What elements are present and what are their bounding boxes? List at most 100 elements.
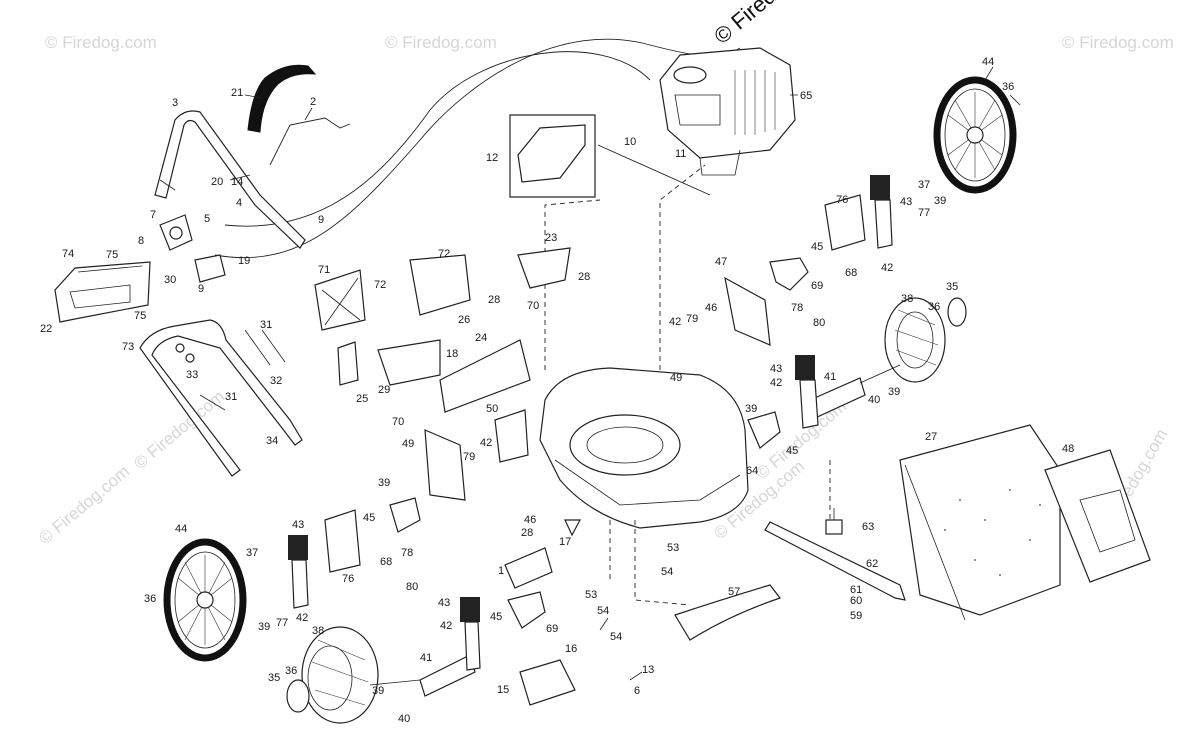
callout-77: 78 <box>401 547 413 559</box>
callout-59: 59 <box>850 610 862 622</box>
callout-12: 12 <box>486 152 498 164</box>
callout-17: 17 <box>559 536 571 548</box>
wheel-rear-left <box>163 538 247 662</box>
leader-dashes <box>544 144 831 606</box>
callout-39: 39 <box>888 386 900 398</box>
callout-40: 40 <box>868 394 880 406</box>
callout-6: 6 <box>634 685 640 697</box>
watermark: © Firedog.com <box>35 462 133 548</box>
callout-61: 61 <box>850 584 862 596</box>
callout-1: 1 <box>498 565 504 577</box>
callout-28: 28 <box>578 271 590 283</box>
callout-37: 37 <box>918 179 930 191</box>
callout-36: 36 <box>928 301 940 313</box>
wheel-front-right <box>884 297 967 383</box>
callout-55: 54 <box>610 631 622 643</box>
callout-18: 18 <box>446 348 458 360</box>
height-gears <box>389 257 809 629</box>
callout-22: 22 <box>40 323 52 335</box>
callout-labels: 3 21 2 20 14 4 5 7 8 9 74 75 19 30 9 22 … <box>40 56 1074 725</box>
callout-52: 46 <box>524 514 536 526</box>
callout-23: 23 <box>545 232 557 244</box>
callout-25: 25 <box>356 393 368 405</box>
watermark: © Firedog.com <box>45 33 157 52</box>
callout-26: 26 <box>458 314 470 326</box>
callout-45: 45 <box>363 512 375 524</box>
callout-42: 42 <box>440 620 452 632</box>
callout-21: 21 <box>231 87 243 99</box>
callout-2: 2 <box>310 96 316 108</box>
callout-55: 54 <box>661 566 673 578</box>
callout-5: 5 <box>204 213 210 225</box>
control-bail <box>269 117 351 166</box>
callout-64: 64 <box>746 465 758 477</box>
callout-24: 24 <box>475 332 487 344</box>
callout-33: 33 <box>186 369 198 381</box>
callout-73: 73 <box>122 341 134 353</box>
callout-75: 75 <box>106 249 118 261</box>
callout-80: 80 <box>406 581 418 593</box>
callout-74: 74 <box>62 248 74 260</box>
callout-36: 36 <box>144 593 156 605</box>
callout-77: 78 <box>791 302 803 314</box>
callout-75: 75 <box>134 310 146 322</box>
callout-36: 36 <box>1002 81 1014 93</box>
callout-34: 34 <box>266 435 278 447</box>
side-brackets <box>324 194 866 573</box>
callout-80: 80 <box>813 317 825 329</box>
callout-68: 70 <box>527 300 539 312</box>
callout-68: 70 <box>392 416 404 428</box>
callout-16: 16 <box>565 643 577 655</box>
baffle-box <box>509 114 596 198</box>
callout-69: 71 <box>318 264 330 276</box>
callout-9: 9 <box>318 214 324 226</box>
axles <box>369 364 901 697</box>
callout-32: 32 <box>270 375 282 387</box>
leader-lines <box>244 66 1021 681</box>
callout-37: 37 <box>246 547 258 559</box>
callout-30: 30 <box>164 274 176 286</box>
callout-40: 40 <box>398 713 410 725</box>
callout-46: 39 <box>378 477 390 489</box>
callout-76: 76 <box>836 194 848 206</box>
watermark: © Firedog.com <box>385 33 497 52</box>
mower-deck <box>539 367 749 529</box>
engine <box>659 47 796 176</box>
callout-14: 14 <box>231 176 243 188</box>
bail-grip <box>247 64 317 133</box>
callout-35: 35 <box>268 672 280 684</box>
callout-62: 62 <box>866 558 878 570</box>
callout-49: 49 <box>402 438 414 450</box>
callout-72: 72 <box>374 279 386 291</box>
callout-42: 42 <box>770 377 782 389</box>
callout-44: 44 <box>175 523 187 535</box>
height-adjusters <box>288 175 893 671</box>
callout-31: 31 <box>260 319 272 331</box>
callout-36: 36 <box>285 665 297 677</box>
lower-handle <box>139 319 303 477</box>
callout-27: 27 <box>925 431 937 443</box>
callout-78: 77 <box>918 207 930 219</box>
handle-bolts <box>175 329 286 411</box>
callout-43: 43 <box>438 597 450 609</box>
callout-57: 57 <box>728 586 740 598</box>
callout-79: 79 <box>463 451 475 463</box>
callout-44: 44 <box>982 56 994 68</box>
callout-52: 46 <box>705 302 717 314</box>
callout-39: 39 <box>372 685 384 697</box>
callout-41: 41 <box>824 371 836 383</box>
callout-72: 72 <box>438 248 450 260</box>
wheel-front-left <box>286 626 379 724</box>
callout-3: 3 <box>172 97 178 109</box>
callout-4: 4 <box>236 197 242 209</box>
callout-53: 47 <box>715 256 727 268</box>
callout-31: 31 <box>225 391 237 403</box>
callout-70: 68 <box>380 556 392 568</box>
callout-43: 43 <box>292 519 304 531</box>
callout-60: 60 <box>850 595 862 607</box>
callout-47: 42 <box>480 437 492 449</box>
callout-76: 76 <box>342 573 354 585</box>
lower-parts <box>504 519 781 706</box>
callout-65: 65 <box>800 90 812 102</box>
callout-28: 28 <box>521 527 533 539</box>
